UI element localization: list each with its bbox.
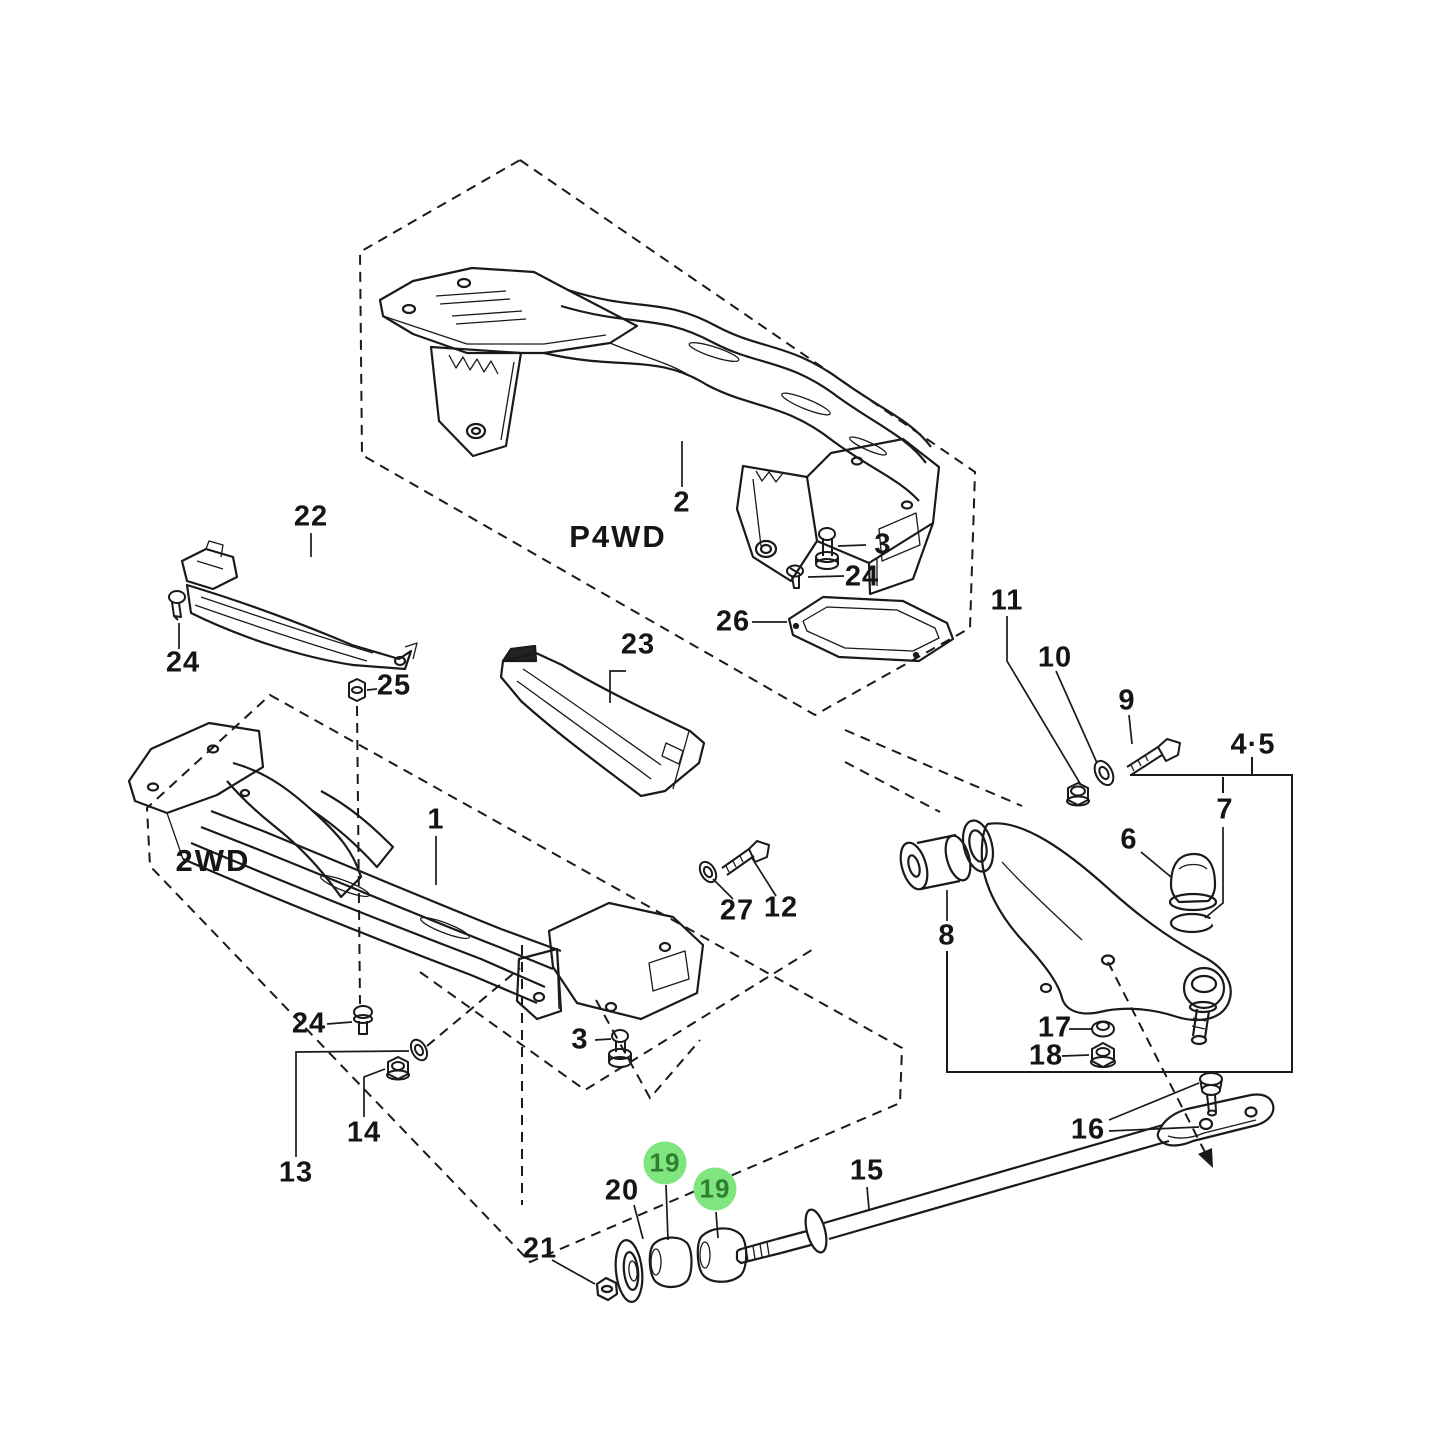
highlighted-callout-19-b[interactable]: 19: [693, 1167, 737, 1211]
part-45-lower-arm: [899, 819, 1232, 1046]
callout-24-left: 24: [165, 646, 201, 679]
callout-27: 27: [719, 894, 755, 927]
callout-8: 8: [938, 919, 956, 952]
callout-25: 25: [376, 669, 412, 702]
callout-2: 2: [673, 486, 691, 519]
snap-ring-gap: [1208, 916, 1219, 927]
leader-lines: [178, 441, 1224, 1285]
callout-24-right: 24: [844, 560, 880, 593]
p4wd-dashed-box: [358, 158, 977, 717]
assembly-axis-arrow-line: [1107, 961, 1210, 1161]
callout-14: 14: [346, 1116, 382, 1149]
callout-12: 12: [763, 891, 799, 924]
callout-20: 20: [604, 1174, 640, 1207]
callout-23: 23: [620, 628, 656, 661]
part-26-plate: [787, 595, 955, 663]
fasteners: [168, 527, 1223, 1117]
dashed-group-boxes: [145, 158, 1210, 1264]
callout-3-bottom: 3: [571, 1023, 589, 1056]
callout-24-bottom: 24: [291, 1007, 327, 1040]
arrowhead: [1198, 1148, 1213, 1168]
callout-10: 10: [1037, 641, 1073, 674]
callout-13: 13: [278, 1156, 314, 1189]
callout-17: 17: [1037, 1011, 1073, 1044]
highlighted-callout-19-a[interactable]: 19: [643, 1141, 687, 1185]
zone-label-p4wd: P4WD: [569, 519, 667, 554]
arm-detail-box: [946, 757, 1293, 1073]
callout-22: 22: [293, 500, 329, 533]
zone-label-2wd: 2WD: [175, 843, 251, 878]
2wd-dashed-box: [145, 693, 904, 1264]
callout-11: 11: [990, 584, 1024, 617]
callout-4-5: 4·5: [1230, 728, 1276, 761]
part-1-2wd-crossmember: [127, 721, 705, 1021]
callout-18: 18: [1028, 1039, 1064, 1072]
part-22-brace: [180, 540, 418, 671]
callout-1: 1: [427, 803, 445, 836]
callout-7: 7: [1216, 793, 1234, 826]
callout-26: 26: [715, 605, 751, 638]
callout-15: 15: [849, 1154, 885, 1187]
callout-16: 16: [1070, 1113, 1106, 1146]
callout-3-top: 3: [874, 528, 892, 561]
callout-21: 21: [522, 1232, 558, 1265]
callout-6: 6: [1120, 823, 1138, 856]
part-23-brace: [499, 644, 706, 798]
part-2-p4wd-crossmember: [378, 266, 941, 596]
part-15-strut-rod: [595, 1093, 1275, 1303]
callout-9: 9: [1118, 684, 1136, 717]
